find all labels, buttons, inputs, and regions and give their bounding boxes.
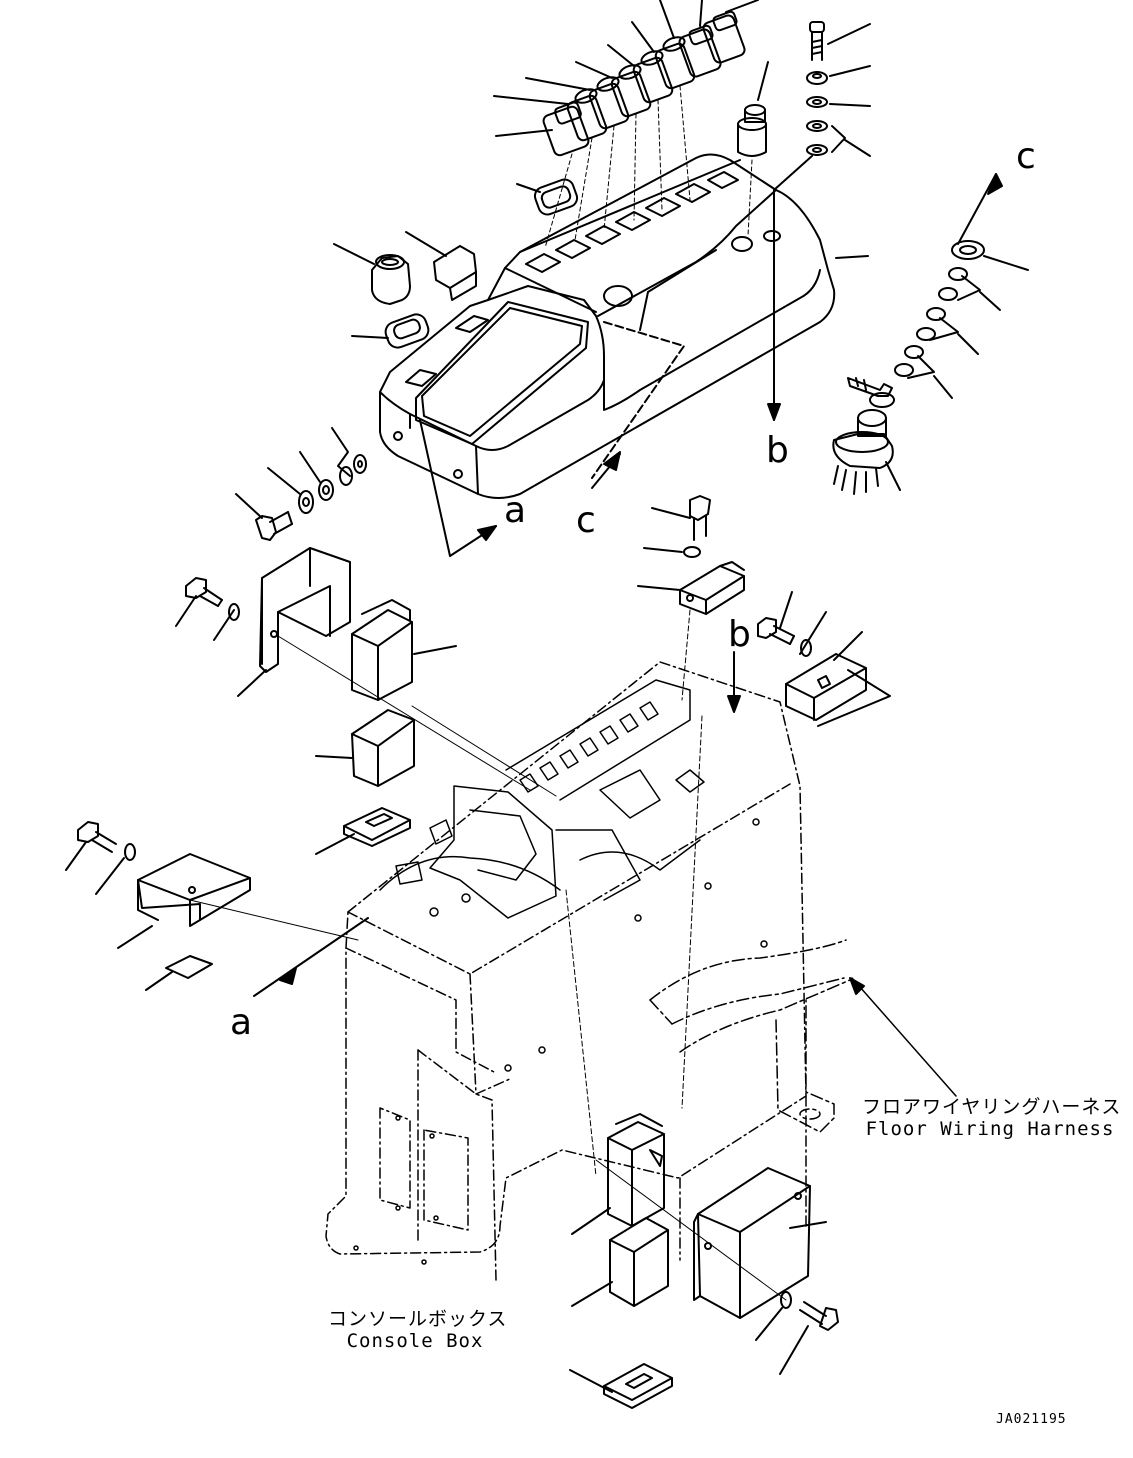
ref-letter-b-upper: b — [766, 430, 789, 471]
leader-lines-mid — [189, 635, 703, 1177]
rocker-switch — [610, 64, 652, 118]
hardware-stack-upper-right — [806, 21, 871, 157]
console-box-frame — [325, 661, 807, 1281]
ref-letter-c-upper: c — [1016, 136, 1036, 177]
console-box-label: コンソールボックス Console Box — [328, 1308, 508, 1352]
harness-leader — [851, 977, 957, 1097]
floor-wiring-harness-label: フロアワイヤリングハーネス Floor Wiring Harness — [862, 1096, 1122, 1140]
lower-relay-1 — [571, 1113, 665, 1235]
rocker-switch — [588, 76, 630, 130]
key-switch-assembly — [832, 240, 1029, 495]
flasher-module — [637, 495, 745, 701]
arrow-c-upper — [957, 173, 1003, 245]
upper-console-cover — [379, 153, 869, 499]
arrow-b-lower — [727, 651, 741, 713]
rocker-switch — [566, 88, 608, 142]
left-switch-group — [333, 231, 477, 349]
floor-wiring-harness — [649, 939, 851, 1133]
rocker-switch — [654, 36, 696, 90]
console-box-label-jp: コンソールボックス — [328, 1308, 508, 1330]
switch-slots — [525, 171, 739, 273]
ref-letter-b-lower: b — [728, 614, 751, 655]
rocker-switch — [702, 10, 746, 64]
relay-socket — [315, 807, 411, 855]
switch-row — [493, 0, 759, 249]
floor-wiring-harness-label-en: Floor Wiring Harness — [865, 1118, 1115, 1140]
lower-relay-2 — [571, 1217, 669, 1307]
cigarette-lighter — [737, 61, 769, 237]
console-internals — [353, 679, 768, 1265]
rocker-switch — [678, 24, 722, 78]
ref-letter-c-lower: c — [576, 500, 596, 541]
arrow-b-upper — [767, 155, 813, 421]
bracket-right — [757, 591, 891, 727]
cover-side-hardware — [235, 427, 367, 541]
ref-letter-a-upper: a — [504, 490, 526, 531]
relay-module-lower — [315, 709, 415, 787]
lower-socket — [569, 1363, 673, 1409]
drawing-code: JA021195 — [996, 1412, 1067, 1427]
floor-wiring-harness-label-jp: フロアワイヤリングハーネス — [862, 1096, 1122, 1118]
rocker-switch — [632, 50, 674, 104]
arrow-a-upper — [419, 419, 497, 557]
arrow-a-lower — [253, 917, 369, 997]
console-box-label-en: Console Box — [346, 1330, 484, 1352]
ref-letter-a-lower: a — [230, 1002, 252, 1043]
arrow-c-lower — [591, 321, 685, 489]
relay-module-upper — [351, 599, 457, 701]
rocker-switch — [542, 101, 590, 157]
controller-unit — [693, 1167, 827, 1319]
bracket-lower-left — [65, 821, 251, 991]
bracket-left — [175, 547, 351, 697]
lower-bolt — [595, 1159, 839, 1375]
switch-bezel — [516, 178, 579, 216]
